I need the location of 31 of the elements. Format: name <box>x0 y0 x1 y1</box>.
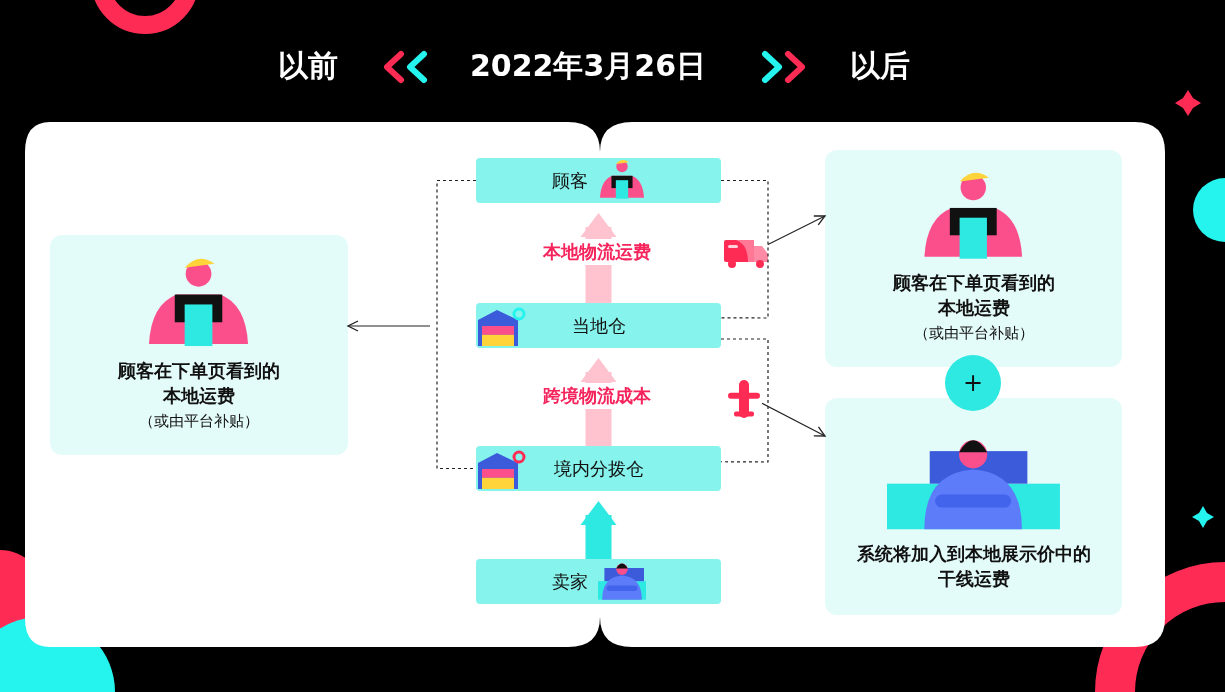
period-label: 以前 <box>278 47 338 85</box>
arrow <box>761 402 826 437</box>
box-label: 卖家 <box>551 569 588 594</box>
plus-sign: + <box>962 369 984 397</box>
dashed-connector <box>720 179 769 319</box>
edge-label: 本地物流运费 <box>540 239 654 265</box>
process-box <box>476 158 721 203</box>
card-heading: 系统将加入到本地展示价中的干线运费 <box>855 542 1092 591</box>
arrow <box>767 215 826 246</box>
flow-arrow <box>580 213 617 303</box>
edge-label: 跨境物流成本 <box>540 383 654 409</box>
info-card <box>50 235 348 455</box>
card-note: （或由平台补贴） <box>913 324 1034 343</box>
flow-arrow <box>580 501 617 559</box>
box-label: 顾客 <box>551 168 588 193</box>
dashed-connector <box>436 179 477 470</box>
flow-arrow <box>580 358 617 446</box>
box-label: 境内分拨仓 <box>553 456 644 481</box>
arrow <box>347 320 431 332</box>
card-heading: 顾客在下单页看到的本地运费 <box>117 359 281 408</box>
info-card <box>825 398 1122 615</box>
info-card <box>825 150 1122 367</box>
process-box <box>476 559 721 604</box>
process-box <box>476 303 721 348</box>
date-heading: 2022年3月26日 <box>470 47 707 85</box>
box-label: 当地仓 <box>571 313 626 338</box>
card-heading: 顾客在下单页看到的本地运费 <box>891 271 1056 320</box>
dashed-connector <box>720 338 769 463</box>
period-label: 以后 <box>850 47 910 85</box>
card-note: （或由平台补贴） <box>139 412 259 431</box>
process-box <box>476 446 721 491</box>
